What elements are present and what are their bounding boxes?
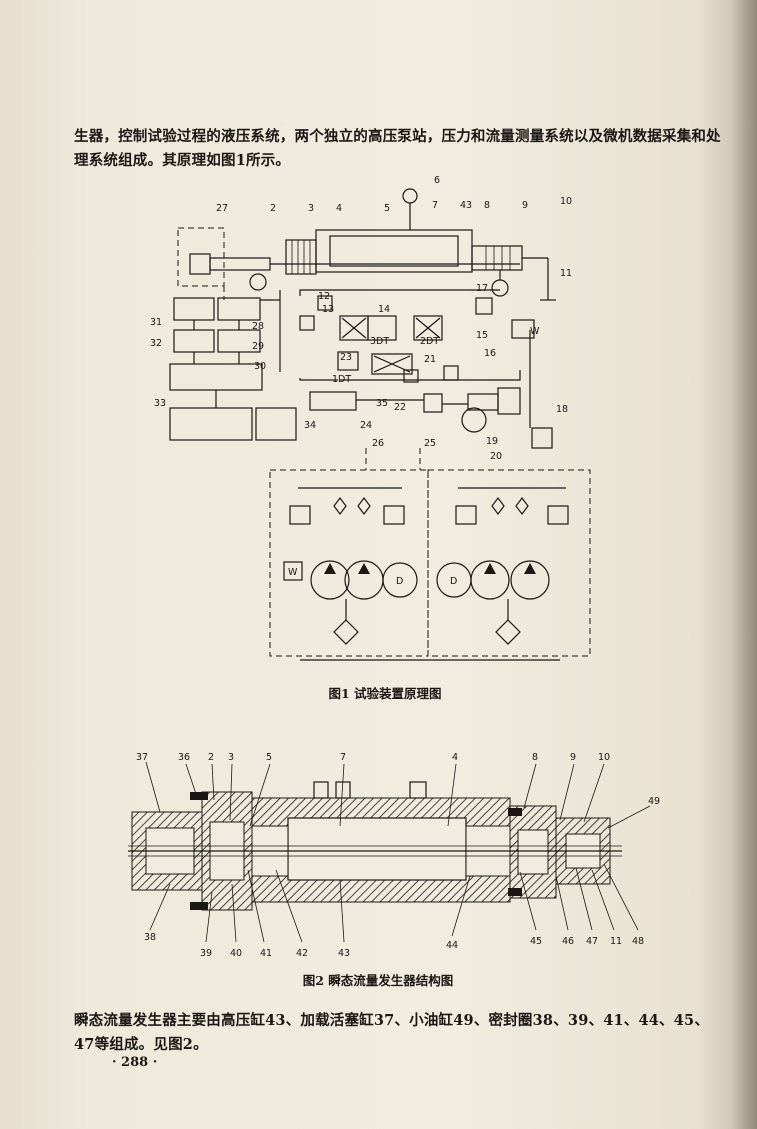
page-number: · 288 · <box>112 1055 158 1070</box>
svg-text:W: W <box>530 326 540 337</box>
svg-text:13: 13 <box>322 304 334 315</box>
svg-text:6: 6 <box>434 175 440 186</box>
svg-text:20: 20 <box>490 451 502 462</box>
svg-text:26: 26 <box>372 438 384 449</box>
fig1-valves <box>299 289 553 449</box>
svg-text:2DT: 2DT <box>420 336 439 347</box>
closing-paragraph: 瞬态流量发生器主要由高压缸43、加载活塞缸37、小油缸49、密封圈38、39、4… <box>74 1011 710 1053</box>
svg-text:19: 19 <box>486 436 498 447</box>
svg-text:43: 43 <box>460 200 472 211</box>
svg-text:2: 2 <box>270 203 276 214</box>
svg-text:18: 18 <box>556 404 568 415</box>
fig1-sensor-box <box>177 227 225 287</box>
fig1-pump-station-right <box>427 469 591 657</box>
svg-text:10: 10 <box>560 196 572 207</box>
svg-text:W: W <box>288 567 298 578</box>
svg-text:11: 11 <box>560 268 572 279</box>
svg-text:14: 14 <box>378 304 390 315</box>
svg-text:28: 28 <box>252 321 264 332</box>
fig1-labels: 27 2 3 4 5 6 7 43 8 9 10 11 17 12 13 14 … <box>150 175 572 587</box>
svg-text:24: 24 <box>360 420 372 431</box>
svg-text:27: 27 <box>216 203 228 214</box>
svg-text:21: 21 <box>424 354 436 365</box>
svg-text:23: 23 <box>340 352 352 363</box>
svg-text:1DT: 1DT <box>332 374 351 385</box>
svg-text:3DT: 3DT <box>370 336 389 347</box>
svg-text:D: D <box>396 576 403 587</box>
fig1-main-cylinder <box>189 188 556 301</box>
svg-text:5: 5 <box>384 203 390 214</box>
svg-text:7: 7 <box>432 200 438 211</box>
figure-2-caption: 图2 瞬态流量发生器结构图 <box>302 973 454 988</box>
svg-text:16: 16 <box>484 348 496 359</box>
svg-text:33: 33 <box>154 398 166 409</box>
svg-text:22: 22 <box>394 402 406 413</box>
svg-text:D: D <box>450 576 457 587</box>
intro-paragraph: 生器，控制试验过程的液压系统，两个独立的高压泵站，压力和流量测量系统以及微机数据… <box>74 127 721 169</box>
svg-text:12: 12 <box>318 291 330 302</box>
svg-text:29: 29 <box>252 341 264 352</box>
figure-1-caption: 图1 试验装置原理图 <box>328 686 442 701</box>
svg-text:25: 25 <box>424 438 436 449</box>
svg-text:15: 15 <box>476 330 488 341</box>
svg-text:3: 3 <box>308 203 314 214</box>
fig1-electronics <box>169 290 297 441</box>
page-spine-shadow <box>731 0 757 1129</box>
svg-text:31: 31 <box>150 317 162 328</box>
svg-text:30: 30 <box>254 361 266 372</box>
svg-text:32: 32 <box>150 338 162 349</box>
svg-text:8: 8 <box>484 200 490 211</box>
svg-text:9: 9 <box>522 200 528 211</box>
fig1-pumps <box>283 487 569 661</box>
svg-text:17: 17 <box>476 283 488 294</box>
svg-text:34: 34 <box>304 420 316 431</box>
svg-text:35: 35 <box>376 398 388 409</box>
svg-text:4: 4 <box>336 203 342 214</box>
